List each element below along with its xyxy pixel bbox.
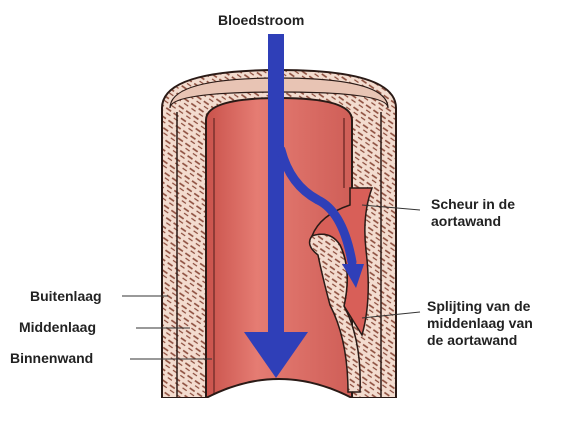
label-split: Splijting van de middenlaag van de aorta…	[427, 298, 533, 349]
label-outer-layer: Buitenlaag	[30, 288, 102, 305]
blood-flow-arrow-shaft	[268, 34, 284, 334]
label-blood-flow: Bloedstroom	[218, 12, 304, 29]
label-middle-layer: Middenlaag	[19, 319, 96, 336]
label-tear: Scheur in de aortawand	[431, 196, 515, 230]
label-inner-wall: Binnenwand	[10, 350, 93, 367]
